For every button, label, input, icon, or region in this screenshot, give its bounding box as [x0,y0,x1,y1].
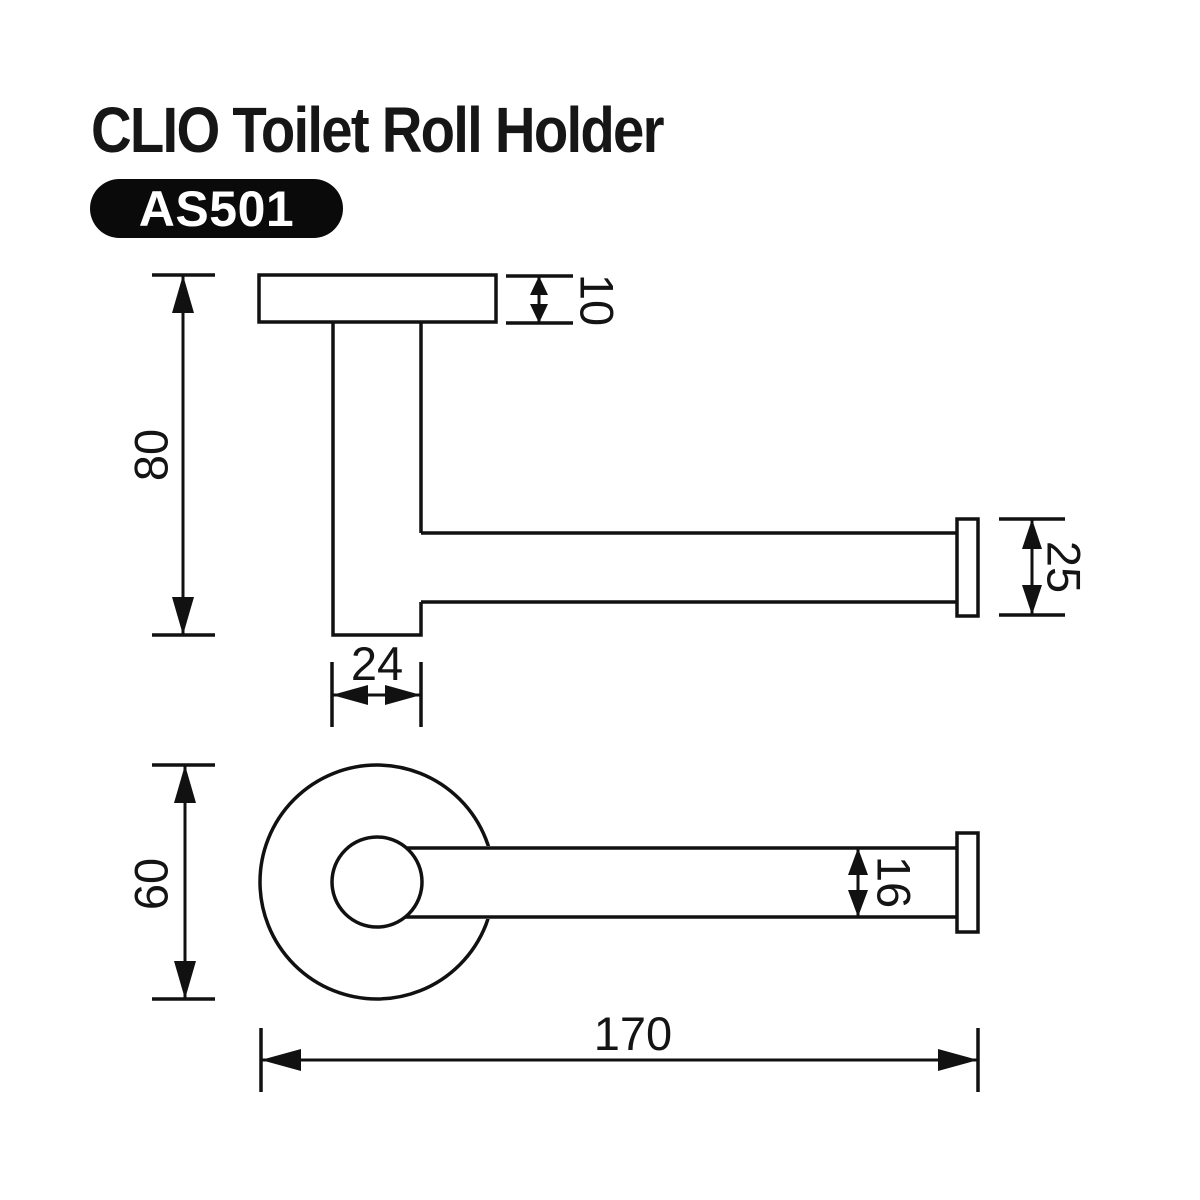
dimension-post-width: 24 [330,637,423,727]
dim-80-value: 80 [125,429,178,481]
page-title: CLIO Toilet Roll Holder [91,94,664,166]
model-code-badge: AS501 [90,179,343,238]
dim-25-value: 25 [1038,541,1091,593]
dimension-plate-thickness: 10 [506,274,624,326]
front-hub-circle [330,835,424,929]
dim-25-up-arrow [1022,519,1042,549]
dim-16-value: 16 [868,856,921,908]
dim-10-up-arrow [530,276,548,295]
front-end-cap [955,831,980,934]
side-wall-plate [257,273,498,324]
dim-80-up-arrow [172,275,194,313]
dim-60-value: 60 [125,858,178,910]
dim-80-down-arrow [172,597,194,635]
dimension-overall-height: 80 [125,273,215,637]
dim-24-value: 24 [351,637,403,690]
dimension-bar-diameter: 16 [848,848,921,917]
dim-24-right-arrow [385,685,421,705]
side-end-cap [955,517,980,618]
dim-170-left-arrow [261,1049,301,1071]
model-code-label: AS501 [138,181,295,237]
side-view [257,273,980,637]
dim-60-down-arrow [174,961,196,999]
dimension-flange-diameter: 60 [125,763,215,1001]
dim-16-up-arrow [848,848,868,875]
dim-170-right-arrow [938,1049,978,1071]
dim-25-down-arrow [1022,585,1042,615]
dim-24-left-arrow [332,685,368,705]
dim-16-down-arrow [848,890,868,917]
side-mounting-post [331,322,423,637]
front-view [258,763,980,1001]
dimension-end-cap-diameter: 25 [999,517,1091,617]
dimension-overall-length: 170 [259,1007,980,1092]
dim-10-value: 10 [571,274,624,326]
dim-60-up-arrow [174,765,196,803]
front-bar-fill [415,846,957,919]
dim-10-down-arrow [530,304,548,323]
dim-170-value: 170 [594,1007,672,1060]
